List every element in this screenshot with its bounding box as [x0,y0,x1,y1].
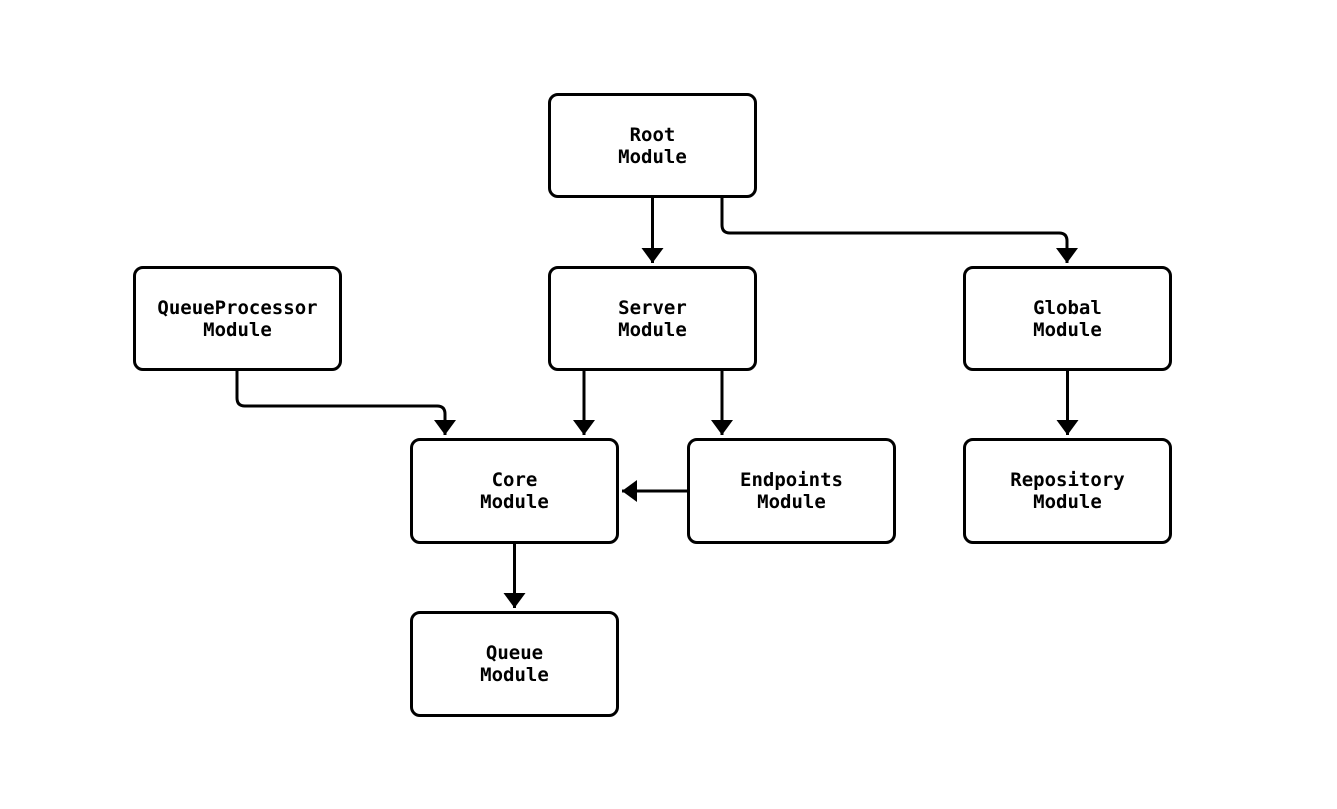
node-core-module-label: Core Module [480,469,549,513]
edge-queueprocessor-to-core [235,371,456,435]
node-root-module: Root Module [548,93,757,198]
node-global-module: Global Module [963,266,1172,371]
node-server-module: Server Module [548,266,757,371]
node-endpoints-module: Endpoints Module [687,438,896,544]
node-queue-module: Queue Module [410,611,619,717]
node-core-module: Core Module [410,438,619,544]
node-endpoints-module-label: Endpoints Module [740,469,843,513]
node-queueprocessor-module-label: QueueProcessor Module [157,296,318,341]
node-queue-module-label: Queue Module [480,642,549,686]
node-root-module-label: Root Module [618,123,687,168]
node-repository-module: Repository Module [963,438,1172,544]
node-server-module-label: Server Module [618,296,687,341]
node-repository-module-label: Repository Module [1010,469,1125,513]
node-queueprocessor-module: QueueProcessor Module [133,266,342,371]
node-global-module-label: Global Module [1033,296,1102,341]
edge-root-to-global [720,198,1078,263]
